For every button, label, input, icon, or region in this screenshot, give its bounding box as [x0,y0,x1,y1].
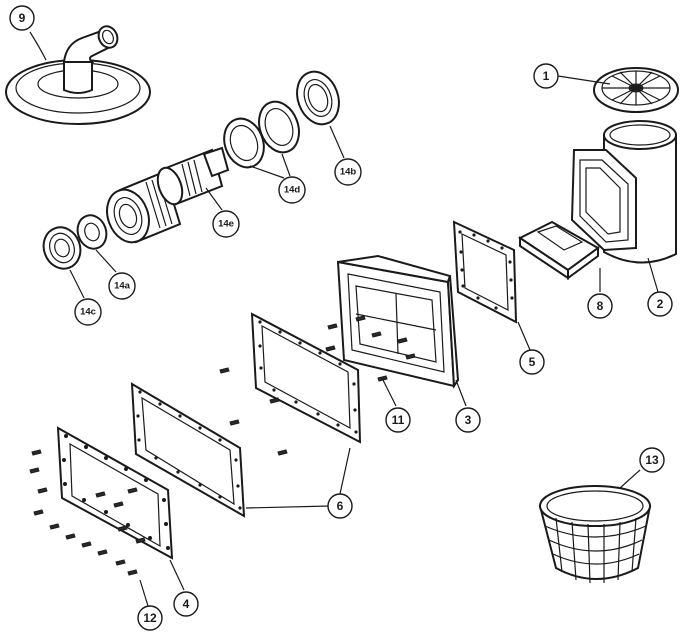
callout-1: 1 [533,63,559,89]
svg-text:1: 1 [543,69,550,83]
skimmer-lid-part [593,67,679,113]
svg-text:8: 8 [597,299,604,313]
callout-14c: 14c [74,298,102,326]
svg-text:14b: 14b [340,167,357,178]
fitting-14e-part [156,146,230,206]
callout-2: 2 [647,291,673,317]
callout-3: 3 [455,407,481,433]
svg-text:5: 5 [529,355,536,369]
callout-4: 4 [173,591,199,617]
callout-14d: 14d [278,176,306,204]
callout-8: 8 [587,293,613,319]
vacuum-plate-part [5,25,151,125]
callout-14b: 14b [334,158,362,186]
callout-12: 12 [137,605,163,631]
callout-5: 5 [519,349,545,375]
svg-text:2: 2 [657,297,664,311]
svg-text:14a: 14a [114,281,131,292]
callout-9: 9 [9,5,35,31]
svg-text:13: 13 [645,453,659,467]
callout-14a: 14a [108,272,136,300]
svg-text:12: 12 [143,611,157,625]
screws-12-part [29,449,146,576]
face-plate-part [336,254,460,390]
gasket-6-upper-part [250,312,362,444]
callout-6: 6 [327,493,353,519]
svg-text:14d: 14d [284,185,301,196]
weir-part [518,220,600,280]
svg-text:9: 9 [19,11,26,25]
callout-13: 13 [639,447,665,473]
svg-text:6: 6 [337,499,344,513]
fitting-14b-part [296,70,340,126]
skimmer-body-part [570,120,677,264]
svg-text:11: 11 [392,413,405,427]
svg-text:3: 3 [465,413,472,427]
face-plate-frame-part [56,426,174,560]
screws-11-part [219,315,416,456]
basket-part [538,485,652,584]
gasket-5-part [452,220,518,324]
callout-11: 11 [385,407,411,433]
gasket-6-lower-part [130,382,246,518]
fitting-14d-part [223,100,300,169]
callout-leaders [29,31,659,607]
svg-text:14c: 14c [80,307,96,318]
fitting-14a-part [76,214,108,250]
fitting-14c-part [42,226,82,270]
callout-14e: 14e [212,210,240,238]
svg-text:4: 4 [183,597,190,611]
svg-text:14e: 14e [218,219,234,230]
